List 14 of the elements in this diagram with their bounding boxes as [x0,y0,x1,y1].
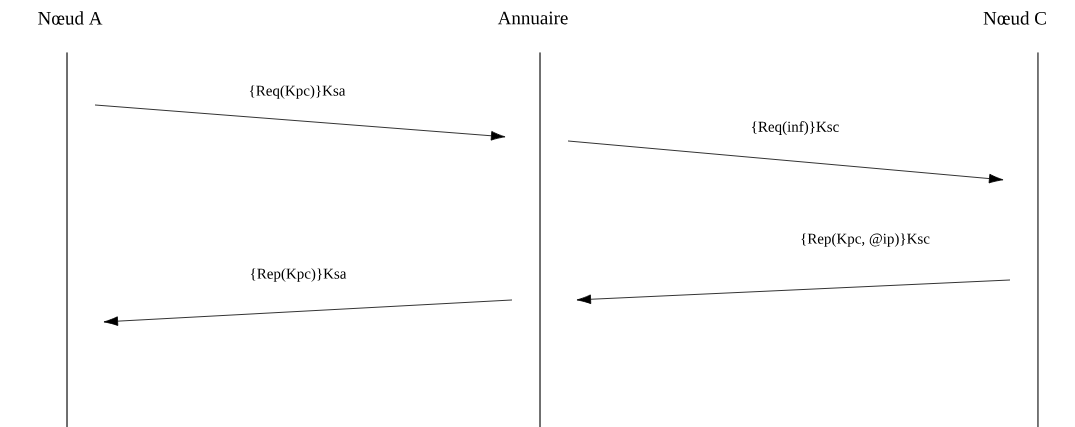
edge-label: {Rep(Kpc, @ip)}Ksc [799,232,931,248]
lifeline [539,52,541,427]
message-arrow [576,279,1011,305]
participant-name: Nœud C [983,11,1046,25]
message-arrow [567,140,1004,184]
message-arrow [94,104,506,141]
participant-name: Annuaire [497,11,568,25]
lifeline [66,52,68,427]
edge-label: {Rep(Kpc)}Ksa [248,267,348,283]
lifeline [1037,52,1039,427]
message-arrow [103,299,513,326]
participant-name: Nœud A [38,11,103,25]
edge-label: {Req(inf)}Ksc [749,120,841,136]
edge-label: {Req(Kpc)}Ksa [247,84,347,100]
